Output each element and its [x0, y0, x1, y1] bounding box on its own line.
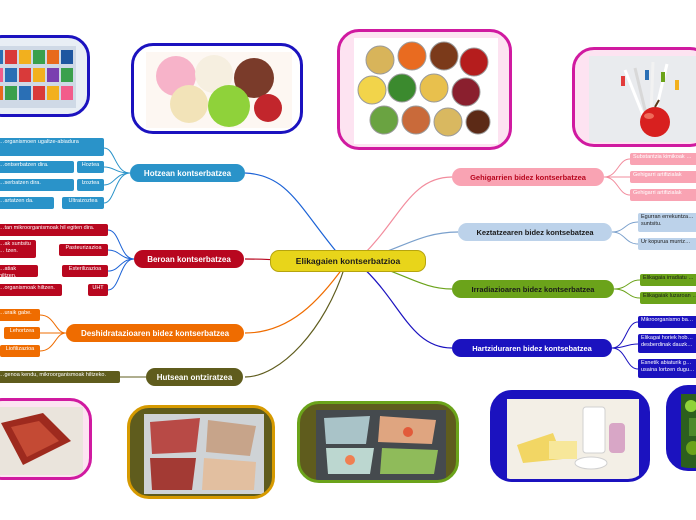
vacuum-leaf-1[interactable]: …genoa kendu, mikroorganismoak hiltzeko. — [0, 371, 120, 383]
dehydrate-leaf-1[interactable]: …uraik gabe. — [0, 309, 40, 321]
hot-tag-cooling[interactable]: Hoztea — [77, 161, 104, 173]
syringe-apple-image — [572, 47, 696, 147]
branch-dehydrate[interactable]: Deshidratazioaren bidez kontserbatzea — [66, 324, 244, 342]
additive-leaf-3[interactable]: Gehigarri artifizialak — [630, 189, 696, 201]
central-topic[interactable]: Elikagaien kontserbatzioa — [270, 250, 426, 272]
hot-leaf-3[interactable]: …serbatzen dira. — [0, 179, 74, 191]
additive-leaf-2[interactable]: Gehigarri artifizialak — [630, 171, 696, 183]
hot-tag-deepfreeze[interactable]: Ultraizoztea — [62, 197, 104, 209]
hot-leaf-2[interactable]: …ontserbatzen dira. — [0, 161, 74, 173]
freezer-image — [0, 35, 90, 117]
canned-leaf-4[interactable]: …organismoak hiltzen. — [0, 284, 62, 296]
hot-leaf-1[interactable]: …organismoen ugaltze-abiadura — [0, 138, 104, 156]
branch-hot-label: Hotzean kontserbatzea — [143, 168, 232, 178]
branch-vacuum[interactable]: Hutsean ontziratzea — [146, 368, 243, 386]
branch-irradiation-label: Irradiazioaren bidez kontserbatzea — [471, 284, 595, 294]
dehydrate-tag-drying[interactable]: Lehortzea — [4, 327, 40, 339]
dehydrate-tag-freeze-drying[interactable]: Liofilizazioa — [0, 345, 40, 357]
central-topic-label: Elikagaien kontserbatzioa — [295, 256, 401, 266]
branch-canned-label: Beroan kontserbatzea — [147, 254, 231, 264]
smoking-leaf-2[interactable]: Ur kopurua murriz… — [638, 238, 696, 250]
dried-meat-image — [0, 398, 92, 480]
ice-cream-image — [131, 43, 303, 134]
branch-dehydrate-label: Deshidratazioaren bidez kontserbatzea — [80, 328, 230, 338]
branch-fermentation-label: Hartziduraren bidez kontsebatzea — [472, 343, 592, 353]
branch-canned[interactable]: Beroan kontserbatzea — [134, 250, 244, 268]
vacuum-meat-image — [127, 405, 275, 499]
hot-tag-freezing[interactable]: Izoztea — [77, 179, 104, 191]
canned-leaf-3[interactable]: …atiak hiltzen. — [0, 265, 38, 277]
canned-leaf-1[interactable]: …tan mikroorganismoak hil egiten dira. — [0, 224, 108, 236]
canned-leaf-2[interactable]: …ak suntsitu … tzen. — [0, 240, 36, 258]
vacuum-seafood-image — [297, 401, 459, 483]
fermentation-leaf-3[interactable]: Esnetik abiaturik g… usaina lortzen dugu… — [638, 359, 696, 378]
dairy-image — [490, 390, 650, 482]
branch-additive[interactable]: Gehigarrien bidez kontserbatzea — [452, 168, 604, 186]
additive-leaf-1[interactable]: Substantzia kimikoak … — [630, 153, 696, 165]
canned-food-image — [337, 29, 512, 150]
canned-tag-sterilization[interactable]: Esterilizazioa — [62, 265, 108, 277]
hot-leaf-4[interactable]: …artatzen da. — [0, 197, 54, 209]
branch-irradiation[interactable]: Irradiazioaren bidez kontserbatzea — [452, 280, 614, 298]
branch-smoking[interactable]: Keztatzearen bidez kontsebatzea — [458, 223, 612, 241]
branch-fermentation[interactable]: Hartziduraren bidez kontsebatzea — [452, 339, 612, 357]
branch-smoking-label: Keztatzearen bidez kontsebatzea — [476, 227, 594, 237]
smoking-leaf-1[interactable]: Egurran errekuntza… suntsitu. — [638, 213, 696, 232]
canned-tag-uht[interactable]: UHT — [88, 284, 108, 296]
irradiation-leaf-1[interactable]: Elikagaia irradiatu … — [640, 274, 696, 286]
branch-vacuum-label: Hutsean ontziratzea — [156, 372, 233, 382]
irradiation-leaf-2[interactable]: Elikagaiak luzaroan … — [640, 292, 696, 304]
branch-additive-label: Gehigarrien bidez kontserbatzea — [470, 172, 586, 182]
fermentation-leaf-2[interactable]: Elikagai horiek hob… desberdinak dauzk… — [638, 334, 696, 353]
branch-hot[interactable]: Hotzean kontserbatzea — [130, 164, 245, 182]
fermentation-leaf-1[interactable]: Mikroorganismo ba… — [638, 316, 696, 328]
canned-tag-pasteurization[interactable]: Pasteurizazioa — [59, 244, 108, 256]
vegetables-image — [666, 385, 696, 471]
